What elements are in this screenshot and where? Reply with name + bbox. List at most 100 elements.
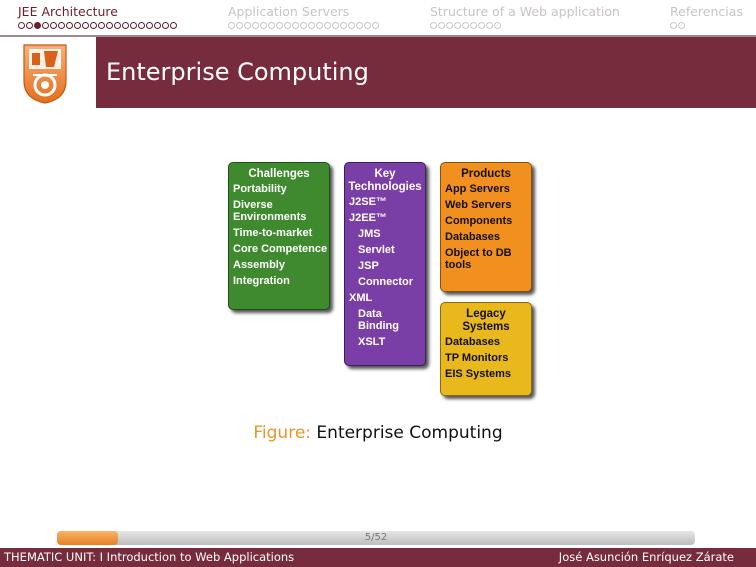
- technology-item: XSLT: [358, 336, 386, 348]
- challenges-box: Challenges Portability Diverse Environme…: [228, 162, 330, 310]
- slide-title: Enterprise Computing: [106, 58, 369, 86]
- nav-slide-dot[interactable]: [106, 22, 113, 29]
- nav-slide-dot[interactable]: [228, 22, 235, 29]
- nav-slide-dot[interactable]: [244, 22, 251, 29]
- products-heading: Products: [461, 168, 511, 180]
- logo-container: [0, 37, 96, 108]
- technology-item: J2EE™: [349, 212, 387, 224]
- enterprise-computing-figure: Challenges Portability Diverse Environme…: [226, 160, 536, 400]
- legacy-systems-heading: Legacy Systems: [462, 308, 510, 333]
- nav-divider: [0, 35, 756, 37]
- challenge-item: Integration: [233, 275, 290, 287]
- nav-slide-dot[interactable]: [114, 22, 121, 29]
- nav-slide-dot[interactable]: [324, 22, 331, 29]
- institution-crest-icon: [23, 44, 67, 104]
- nav-slide-dot[interactable]: [494, 22, 501, 29]
- nav-slide-dot[interactable]: [308, 22, 315, 29]
- nav-slide-dot[interactable]: [486, 22, 493, 29]
- challenge-item: Portability: [233, 183, 287, 195]
- slide-title-bar: Enterprise Computing: [0, 37, 756, 108]
- nav-slide-dot[interactable]: [454, 22, 461, 29]
- technology-item: Connector: [358, 276, 413, 288]
- nav-slide-dot[interactable]: [462, 22, 469, 29]
- footer-author: José Asunción Enríquez Zárate: [558, 550, 734, 564]
- nav-slide-dot[interactable]: [18, 22, 25, 29]
- nav-slide-dot[interactable]: [364, 22, 371, 29]
- nav-section-dots: [670, 22, 743, 32]
- nav-slide-dot[interactable]: [34, 22, 41, 29]
- nav-slide-dot[interactable]: [356, 22, 363, 29]
- nav-slide-dot[interactable]: [98, 22, 105, 29]
- nav-slide-dot[interactable]: [58, 22, 65, 29]
- legacy-systems-box: Legacy Systems Databases TP Monitors EIS…: [440, 302, 532, 396]
- nav-slide-dot[interactable]: [122, 22, 129, 29]
- nav-slide-dot[interactable]: [348, 22, 355, 29]
- nav-section-title[interactable]: Referencias: [670, 4, 743, 19]
- technology-item: JMS: [358, 228, 381, 240]
- nav-slide-dot[interactable]: [430, 22, 437, 29]
- footer-course-title: THEMATIC UNIT: I Introduction to Web App…: [4, 550, 295, 564]
- technology-item: JSP: [358, 260, 379, 272]
- technology-item: J2SE™: [349, 196, 387, 208]
- nav-section-referencias[interactable]: Referencias: [670, 4, 743, 32]
- progress-fill: [57, 531, 119, 545]
- progress-bar[interactable]: 5/52: [57, 531, 695, 545]
- nav-slide-dot[interactable]: [138, 22, 145, 29]
- nav-slide-dot[interactable]: [332, 22, 339, 29]
- nav-slide-dot[interactable]: [42, 22, 49, 29]
- nav-section-dots: [430, 22, 620, 32]
- nav-slide-dot[interactable]: [66, 22, 73, 29]
- nav-section-application-servers[interactable]: Application Servers: [228, 4, 380, 32]
- challenge-item: Core Competence: [233, 243, 328, 255]
- challenge-item: Diverse Environments: [233, 199, 307, 223]
- product-item: Object to DB tools: [445, 247, 512, 271]
- nav-slide-dot[interactable]: [26, 22, 33, 29]
- section-navigation: JEE Architecture Application Servers Str…: [0, 0, 756, 37]
- nav-slide-dot[interactable]: [74, 22, 81, 29]
- nav-slide-dot[interactable]: [236, 22, 243, 29]
- nav-slide-dot[interactable]: [252, 22, 259, 29]
- nav-section-structure-web-app[interactable]: Structure of a Web application: [430, 4, 620, 32]
- nav-slide-dot[interactable]: [82, 22, 89, 29]
- key-technologies-heading: Key Technologies: [348, 168, 422, 193]
- nav-slide-dot[interactable]: [478, 22, 485, 29]
- nav-slide-dot[interactable]: [470, 22, 477, 29]
- nav-slide-dot[interactable]: [130, 22, 137, 29]
- nav-slide-dot[interactable]: [90, 22, 97, 29]
- nav-section-title[interactable]: JEE Architecture: [18, 4, 118, 19]
- nav-section-jee-architecture[interactable]: JEE Architecture: [18, 4, 178, 32]
- nav-slide-dot[interactable]: [50, 22, 57, 29]
- technology-item: Data Binding: [358, 308, 399, 332]
- legacy-item: EIS Systems: [445, 368, 512, 380]
- nav-section-title[interactable]: Structure of a Web application: [430, 4, 620, 19]
- nav-slide-dot[interactable]: [146, 22, 153, 29]
- nav-slide-dot[interactable]: [154, 22, 161, 29]
- nav-slide-dot[interactable]: [162, 22, 169, 29]
- nav-section-title[interactable]: Application Servers: [228, 4, 350, 19]
- page-number: 5/52: [364, 532, 388, 543]
- nav-slide-dot[interactable]: [340, 22, 347, 29]
- figure-caption-label: Figure:: [253, 423, 312, 443]
- figure-caption: Figure: Enterprise Computing: [0, 422, 756, 444]
- nav-slide-dot[interactable]: [670, 22, 677, 29]
- nav-section-dots: [18, 22, 178, 32]
- nav-slide-dot[interactable]: [284, 22, 291, 29]
- nav-slide-dot[interactable]: [446, 22, 453, 29]
- nav-slide-dot[interactable]: [372, 22, 379, 29]
- nav-slide-dot[interactable]: [438, 22, 445, 29]
- challenges-heading: Challenges: [248, 168, 310, 180]
- nav-slide-dot[interactable]: [170, 22, 177, 29]
- nav-slide-dot[interactable]: [316, 22, 323, 29]
- challenge-item: Assembly: [233, 259, 285, 271]
- technology-item: XML: [349, 292, 373, 304]
- products-box: Products App Servers Web Servers Compone…: [440, 162, 532, 292]
- nav-slide-dot[interactable]: [292, 22, 299, 29]
- nav-slide-dot[interactable]: [260, 22, 267, 29]
- nav-slide-dot[interactable]: [268, 22, 275, 29]
- nav-slide-dot[interactable]: [678, 22, 685, 29]
- figure-caption-text: Enterprise Computing: [316, 423, 503, 443]
- nav-slide-dot[interactable]: [276, 22, 283, 29]
- challenge-item: Time-to-market: [233, 227, 313, 239]
- nav-slide-dot[interactable]: [300, 22, 307, 29]
- product-item: Databases: [445, 231, 501, 243]
